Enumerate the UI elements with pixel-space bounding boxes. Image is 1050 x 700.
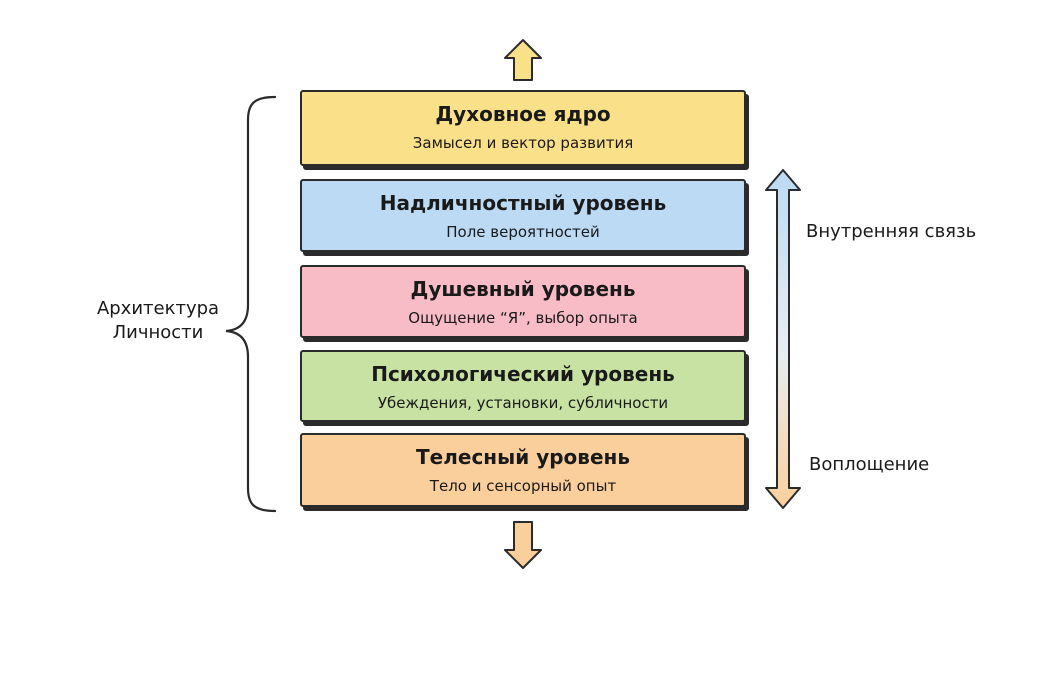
arrow-down-icon bbox=[504, 521, 542, 569]
layer-subtitle: Тело и сенсорный опыт bbox=[429, 477, 617, 495]
layer-subtitle: Поле вероятностей bbox=[446, 223, 600, 241]
curly-brace-icon bbox=[225, 95, 277, 513]
architecture-label: Архитектура Личности bbox=[88, 297, 228, 345]
layer-subtitle: Ощущение “Я”, выбор опыта bbox=[408, 309, 638, 327]
arrow-up-icon bbox=[504, 39, 542, 81]
architecture-label-line1: Архитектура bbox=[96, 298, 220, 319]
layer-soul: Душевный уровень Ощущение “Я”, выбор опы… bbox=[300, 265, 746, 338]
layer-subtitle: Убеждения, установки, субличности bbox=[377, 394, 669, 412]
layer-bodily: Телесный уровень Тело и сенсорный опыт bbox=[300, 433, 746, 507]
layer-title: Телесный уровень bbox=[416, 445, 630, 469]
layer-psychological: Психологический уровень Убеждения, устан… bbox=[300, 350, 746, 422]
double-arrow-icon bbox=[765, 169, 801, 509]
inner-connection-label: Внутренняя связь bbox=[806, 221, 977, 242]
layer-spiritual-core: Духовное ядро Замысел и вектор развития bbox=[300, 90, 746, 166]
layer-title: Психологический уровень bbox=[371, 362, 675, 386]
embodiment-label: Воплощение bbox=[809, 454, 930, 475]
layer-title: Душевный уровень bbox=[410, 277, 636, 301]
layer-subtitle: Замысел и вектор развития bbox=[412, 134, 634, 152]
layer-title: Духовное ядро bbox=[435, 102, 611, 126]
layer-title: Надличностный уровень bbox=[379, 191, 667, 215]
architecture-label-line2: Личности bbox=[112, 322, 204, 343]
layer-transpersonal: Надличностный уровень Поле вероятностей bbox=[300, 179, 746, 252]
